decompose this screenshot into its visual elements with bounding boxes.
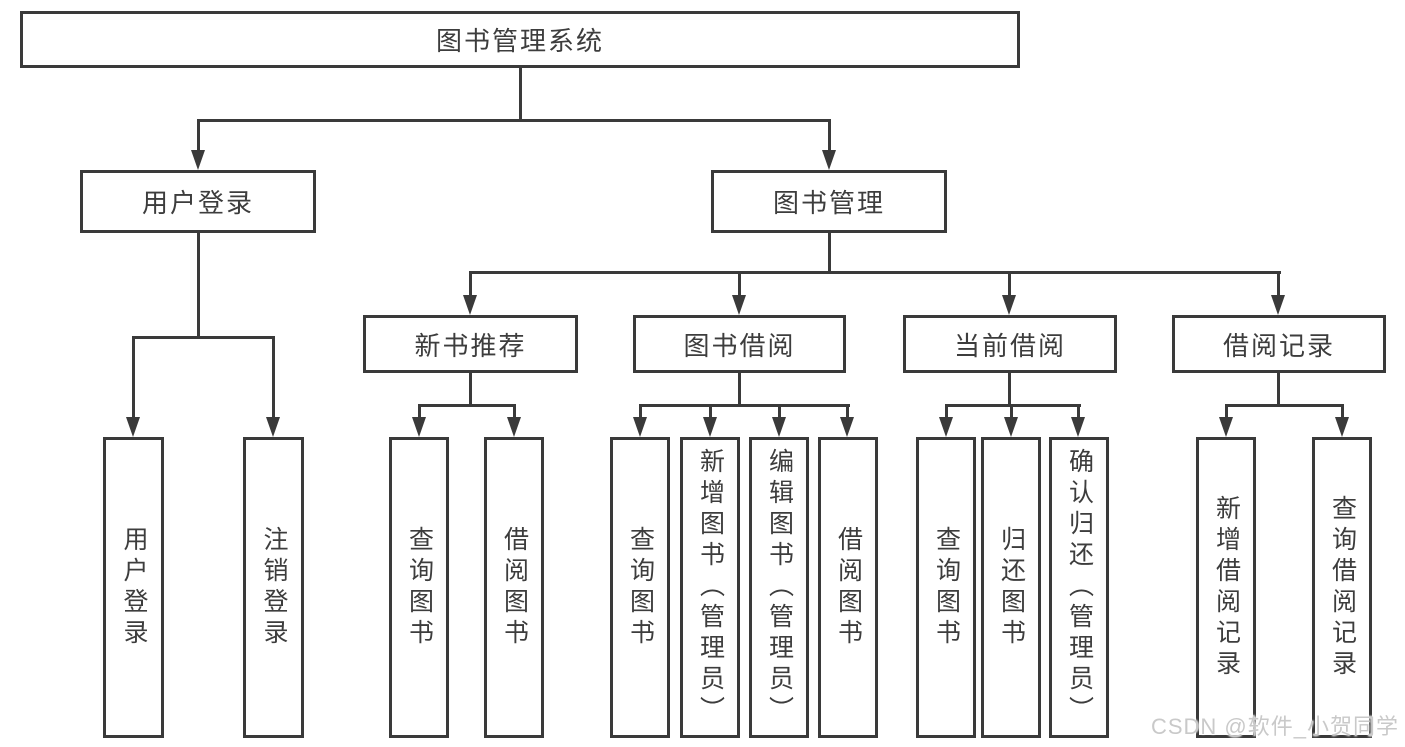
leaf-label: 借阅图书: [834, 525, 863, 650]
connector-line: [197, 119, 831, 122]
node-label: 图书借阅: [683, 330, 796, 361]
connector-line: [519, 68, 522, 119]
arrowhead-down-icon: [772, 417, 786, 437]
connector-line: [639, 404, 850, 407]
node-label: 图书管理系统: [435, 26, 604, 56]
connector-line: [1010, 404, 1013, 419]
connector-line: [513, 404, 516, 419]
connector-line: [1008, 373, 1011, 407]
connector-line: [1277, 271, 1280, 297]
csdn-watermark: CSDN @软件_小贺同学: [1150, 714, 1399, 739]
connector-line: [1008, 271, 1011, 297]
leaf-borrow-books: 借阅图书: [818, 437, 878, 738]
leaf-user-login: 用户登录: [103, 437, 164, 738]
connector-line: [132, 336, 135, 419]
arrowhead-down-icon: [463, 295, 477, 315]
connector-line: [469, 271, 472, 297]
arrowhead-down-icon: [412, 417, 426, 437]
leaf-query-books-recommend: 查询图书: [389, 437, 449, 738]
connector-line: [1077, 404, 1080, 419]
connector-line: [197, 119, 200, 152]
connector-line: [469, 373, 472, 407]
node-label: 借阅记录: [1222, 330, 1335, 361]
connector-line: [639, 404, 642, 419]
arrowhead-down-icon: [266, 417, 280, 437]
node-label: 当前借阅: [953, 330, 1066, 361]
connector-line: [418, 404, 516, 407]
leaf-label: 借阅图书: [500, 525, 529, 650]
leaf-query-books-borrow: 查询图书: [610, 437, 670, 738]
connector-line: [828, 233, 831, 274]
arrowhead-down-icon: [939, 417, 953, 437]
node-book-borrow: 图书借阅: [633, 315, 846, 373]
arrowhead-down-icon: [732, 295, 746, 315]
node-new-book-recommend: 新书推荐: [363, 315, 578, 373]
connector-line: [709, 404, 712, 419]
connector-line: [272, 336, 275, 419]
arrowhead-down-icon: [1002, 295, 1016, 315]
leaf-label: 查询借阅记录: [1328, 494, 1357, 681]
leaf-label: 新增借阅记录: [1212, 494, 1241, 681]
leaf-confirm-return-admin: 确认归还（管理员）: [1049, 437, 1109, 738]
leaf-label: 确认归还（管理员）: [1065, 448, 1094, 727]
arrowhead-down-icon: [840, 417, 854, 437]
arrowhead-down-icon: [507, 417, 521, 437]
arrowhead-down-icon: [1071, 417, 1085, 437]
connector-line: [1225, 404, 1228, 419]
arrowhead-down-icon: [1219, 417, 1233, 437]
leaf-borrow-books-recommend: 借阅图书: [484, 437, 544, 738]
arrowhead-down-icon: [1335, 417, 1349, 437]
connector-line: [469, 271, 1281, 274]
connector-line: [828, 119, 831, 152]
node-label: 新书推荐: [414, 330, 527, 361]
leaf-return-book: 归还图书: [981, 437, 1041, 738]
arrowhead-down-icon: [126, 417, 140, 437]
connector-line: [1341, 404, 1344, 419]
leaf-add-borrow-record: 新增借阅记录: [1196, 437, 1256, 738]
connector-line: [846, 404, 849, 419]
node-borrow-records: 借阅记录: [1172, 315, 1386, 373]
connector-line: [738, 373, 741, 407]
arrowhead-down-icon: [703, 417, 717, 437]
connector-line: [418, 404, 421, 419]
node-current-borrow: 当前借阅: [903, 315, 1117, 373]
leaf-label: 归还图书: [997, 525, 1026, 650]
arrowhead-down-icon: [822, 150, 836, 170]
leaf-edit-book-admin: 编辑图书（管理员）: [749, 437, 809, 738]
leaf-logout: 注销登录: [243, 437, 304, 738]
connector-line: [738, 271, 741, 297]
arrowhead-down-icon: [191, 150, 205, 170]
arrowhead-down-icon: [1004, 417, 1018, 437]
node-book-management: 图书管理: [711, 170, 947, 233]
leaf-label: 查询图书: [626, 525, 655, 650]
leaf-add-book-admin: 新增图书（管理员）: [680, 437, 740, 738]
connector-line: [1277, 373, 1280, 407]
arrowhead-down-icon: [1271, 295, 1285, 315]
connector-line: [945, 404, 948, 419]
leaf-query-books-current: 查询图书: [916, 437, 976, 738]
node-user-login: 用户登录: [80, 170, 316, 233]
leaf-label: 用户登录: [120, 525, 148, 650]
connector-line: [778, 404, 781, 419]
leaf-label: 注销登录: [260, 525, 288, 650]
leaf-label: 查询图书: [405, 525, 434, 650]
connector-line: [197, 233, 200, 339]
leaf-label: 查询图书: [932, 525, 961, 650]
arrowhead-down-icon: [633, 417, 647, 437]
leaf-query-borrow-record: 查询借阅记录: [1312, 437, 1372, 738]
leaf-label: 编辑图书（管理员）: [765, 448, 794, 727]
node-root-system: 图书管理系统: [20, 11, 1020, 68]
leaf-label: 新增图书（管理员）: [696, 448, 725, 727]
connector-line: [1225, 404, 1344, 407]
node-label: 图书管理: [772, 188, 885, 218]
connector-line: [132, 336, 275, 339]
node-label: 用户登录: [141, 188, 254, 218]
connector-line: [945, 404, 1081, 407]
